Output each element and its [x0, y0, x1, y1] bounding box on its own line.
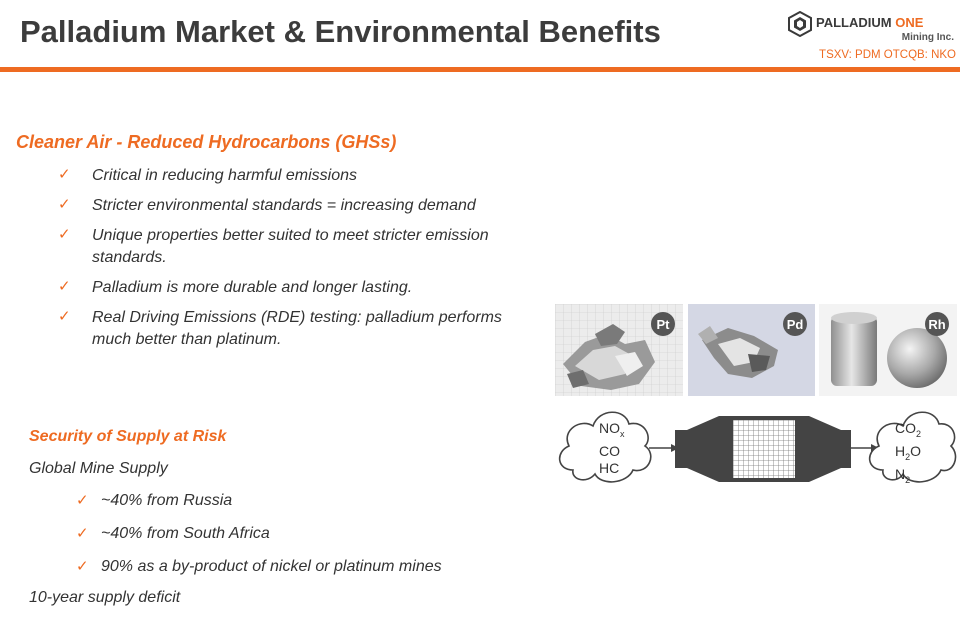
cleaner-air-list: ✓ Critical in reducing harmful emissions… — [58, 165, 548, 359]
list-item-text: ~40% from Russia — [101, 492, 233, 509]
section-heading-supply: Security of Supply at Risk — [29, 428, 227, 445]
list-item: ✓ Palladium is more durable and longer l… — [58, 277, 548, 299]
list-item: ✓ Unique properties better suited to mee… — [58, 225, 548, 269]
palladium-crystal-image: Pd — [688, 304, 815, 396]
output-h: H — [895, 442, 906, 459]
list-item-text: Stricter environmental standards = incre… — [92, 197, 476, 214]
logo-name-accent: ONE — [895, 15, 924, 30]
logo-tickers: TSXV: PDM OTCQB: NKO — [819, 49, 956, 61]
checkmark-icon: ✓ — [58, 196, 71, 213]
output-o: O — [910, 442, 922, 459]
logo-name-primary: PALLADIUM — [816, 15, 892, 30]
list-item: ✓ Stricter environmental standards = inc… — [58, 195, 548, 217]
checkmark-icon: ✓ — [58, 166, 71, 183]
list-item-text: Unique properties better suited to meet … — [92, 227, 489, 266]
list-item: ✓ ~40% from Russia — [76, 491, 516, 524]
list-item-text: Real Driving Emissions (RDE) testing: pa… — [92, 309, 502, 348]
output-co2: CO — [895, 420, 916, 436]
rhodium-pellet-image: Rh — [819, 304, 957, 396]
output-h-sub: 2 — [905, 451, 911, 462]
input-hc: HC — [599, 459, 620, 476]
list-item-text: 90% as a by-product of nickel or platinu… — [101, 558, 442, 575]
list-item-text: Critical in reducing harmful emissions — [92, 167, 357, 184]
rhodium-pellet-icon — [819, 304, 957, 396]
supply-list: ✓ ~40% from Russia ✓ ~40% from South Afr… — [76, 491, 516, 590]
list-item: ✓ ~40% from South Africa — [76, 524, 516, 557]
section-heading-cleaner-air: Cleaner Air - Reduced Hydrocarbons (GHSs… — [16, 132, 397, 152]
catalytic-converter-diagram: NOx CO HC CO2 H2O N2 — [553, 400, 958, 492]
exhaust-inputs: NOx CO HC — [599, 420, 625, 477]
list-item: ✓ 90% as a by-product of nickel or plati… — [76, 557, 516, 590]
supply-deficit-note: 10-year supply deficit — [29, 589, 181, 606]
list-item: ✓ Critical in reducing harmful emissions — [58, 165, 548, 187]
catalytic-converter-icon — [558, 411, 957, 483]
checkmark-icon: ✓ — [58, 226, 71, 243]
list-item-text: ~40% from South Africa — [101, 525, 270, 542]
input-nox-sub: x — [620, 428, 625, 439]
output-n2: N — [895, 465, 906, 482]
logo-subtitle: Mining Inc. — [901, 32, 954, 43]
list-item-text: Palladium is more durable and longer las… — [92, 279, 413, 296]
output-co2-sub: 2 — [916, 428, 922, 439]
metal-badge: Rh — [925, 312, 949, 336]
checkmark-icon: ✓ — [76, 492, 89, 509]
metal-badge: Pd — [783, 312, 807, 336]
output-n2-sub: 2 — [905, 474, 911, 485]
input-nox: NO — [599, 420, 620, 436]
logo-name: PALLADIUM ONE — [816, 15, 923, 30]
platinum-crystal-icon — [555, 304, 683, 396]
metal-badge: Pt — [651, 312, 675, 336]
platinum-crystal-image: Pt — [555, 304, 683, 396]
checkmark-icon: ✓ — [76, 558, 89, 575]
list-item: ✓ Real Driving Emissions (RDE) testing: … — [58, 307, 548, 351]
supply-intro: Global Mine Supply — [29, 460, 168, 477]
checkmark-icon: ✓ — [76, 525, 89, 542]
hexagon-logo-icon — [788, 11, 812, 37]
checkmark-icon: ✓ — [58, 308, 71, 325]
header-divider — [0, 67, 960, 72]
checkmark-icon: ✓ — [58, 278, 71, 295]
input-co: CO — [599, 442, 620, 459]
page-title: Palladium Market & Environmental Benefit… — [20, 14, 661, 49]
exhaust-outputs: CO2 H2O N2 — [895, 420, 921, 488]
company-logo: PALLADIUM ONE Mining Inc. TSXV: PDM OTCQ… — [788, 9, 958, 65]
